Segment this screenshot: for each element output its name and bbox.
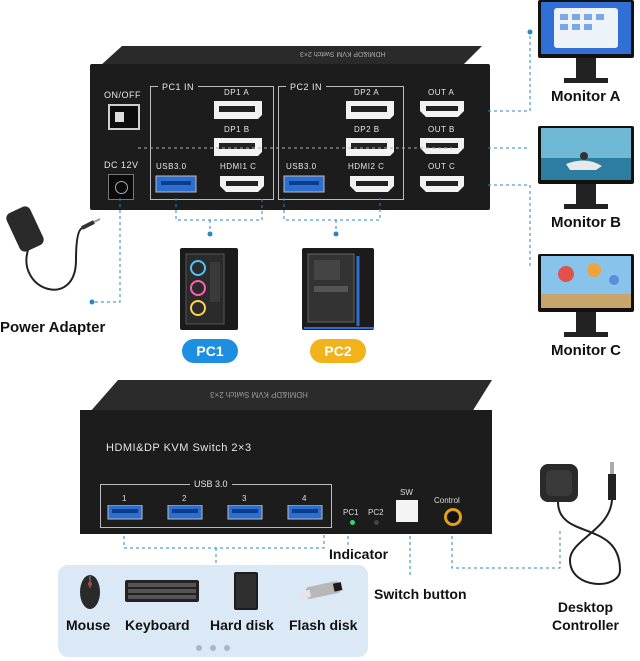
monitor-b-label: Monitor B (551, 214, 621, 231)
rear-top-face (100, 46, 482, 66)
switch-button[interactable] (396, 500, 418, 522)
monitor-a-image (538, 0, 634, 83)
flash-disk-icon (299, 581, 343, 599)
power-switch[interactable] (108, 104, 140, 130)
pc1-pill: PC1 (182, 339, 238, 363)
pc2-pill: PC2 (310, 339, 366, 363)
carousel-dot[interactable] (196, 645, 202, 651)
pc1-in-label: PC1 IN (158, 82, 199, 92)
led-pc2-indicator (374, 520, 379, 525)
mouse-label: Mouse (66, 617, 111, 633)
pc2-in-group (278, 86, 404, 200)
pc2-in-label: PC2 IN (286, 82, 327, 92)
desktop-controller-label: Desktop Controller (552, 599, 619, 633)
usb-num-4: 4 (302, 494, 307, 503)
led-pc2-label: PC2 (368, 508, 384, 517)
front-top-text: HDMI&DP KVM Switch 2×3 (210, 390, 308, 399)
monitor-c-label: Monitor C (551, 342, 621, 359)
peripherals-panel (58, 565, 368, 657)
front-top-face (90, 380, 492, 412)
usb-port-3 (227, 505, 263, 520)
sw-label: SW (400, 488, 413, 497)
led-pc1-indicator (350, 520, 355, 525)
usb-port-1 (107, 505, 143, 520)
usb-num-1: 1 (122, 494, 127, 503)
front-usb-ports (107, 505, 323, 520)
pc2-tower-icon (302, 248, 374, 330)
onoff-label: ON/OFF (104, 90, 141, 100)
dp2a-label: DP2 A (354, 88, 380, 97)
keyboard-icon (125, 580, 199, 602)
control-label: Control (434, 496, 460, 505)
usb-num-3: 3 (242, 494, 247, 503)
led-pc1-label: PC1 (343, 508, 359, 517)
dc-label: DC 12V (104, 160, 139, 170)
dp2b-label: DP2 B (354, 125, 380, 134)
outb-label: OUT B (428, 125, 455, 134)
dc-power-port[interactable] (108, 174, 134, 200)
monitor-b-image (538, 126, 634, 209)
usb-pc2-label: USB3.0 (286, 162, 317, 171)
mouse-icon (80, 575, 100, 609)
indicator-callout: Indicator (329, 546, 389, 562)
pc1-tower-icon (180, 248, 238, 330)
monitor-c-image (538, 254, 634, 337)
desktop-controller-icon (540, 462, 622, 585)
front-panel (80, 410, 492, 534)
carousel-dot[interactable] (224, 645, 230, 651)
hard-disk-icon (234, 572, 258, 610)
hdmi1c-label: HDMI1 C (220, 162, 257, 171)
dp1a-label: DP1 A (224, 88, 250, 97)
switch-button-callout: Switch button (374, 586, 467, 602)
usb-pc1-label: USB3.0 (156, 162, 187, 171)
hdmi2c-label: HDMI2 C (348, 162, 385, 171)
dp1b-label: DP1 B (224, 125, 250, 134)
outa-label: OUT A (428, 88, 455, 97)
usb-port-4 (287, 505, 323, 520)
usb-port-2 (167, 505, 203, 520)
front-title: HDMI&DP KVM Switch 2×3 (106, 442, 252, 454)
outc-label: OUT C (428, 162, 456, 171)
keyboard-label: Keyboard (125, 617, 190, 633)
flash-disk-label: Flash disk (289, 617, 358, 633)
monitor-a-label: Monitor A (551, 88, 621, 105)
power-adapter-icon (6, 206, 101, 291)
power-adapter-label: Power Adapter (0, 319, 106, 336)
usb-group-label: USB 3.0 (190, 479, 232, 489)
control-port[interactable] (444, 508, 462, 526)
hard-disk-label: Hard disk (210, 617, 274, 633)
pc1-in-group (150, 86, 274, 200)
usb-num-2: 2 (182, 494, 187, 503)
carousel-dot[interactable] (210, 645, 216, 651)
